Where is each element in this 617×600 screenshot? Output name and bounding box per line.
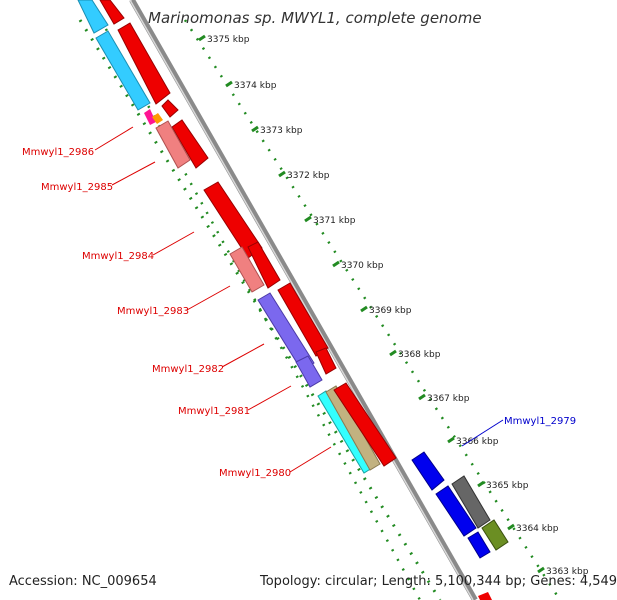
tick-label: 3369 kbp [369,306,412,316]
ruler-labels: 3375 kbp 3374 kbp 3373 kbp 3372 kbp 3371… [207,35,589,577]
gene-label[interactable]: Mmwyl1_2981 [178,406,250,417]
gene-label[interactable]: Mmwyl1_2985 [41,182,113,193]
feature-track-red [99,0,397,474]
tick-label: 3364 kbp [516,524,559,534]
gene-label[interactable]: Mmwyl1_2984 [82,251,154,262]
feature-track-cyan [77,0,156,125]
tick-label: 3366 kbp [456,437,499,447]
gene-label[interactable]: Mmwyl1_2982 [152,364,224,375]
gene-label[interactable]: Mmwyl1_2980 [219,468,291,479]
tick-label: 3375 kbp [207,35,250,45]
feature-track-right [411,451,509,600]
tick-label: 3370 kbp [341,261,384,271]
tick-label: 3367 kbp [427,394,470,404]
accession-text: Accession: NC_009654 [9,574,157,589]
tick-label: 3368 kbp [398,350,441,360]
gene-label[interactable]: Mmwyl1_2986 [22,147,94,158]
page-title: Marinomonas sp. MWYL1, complete genome [148,9,482,27]
gene-label[interactable]: Mmwyl1_2979 [504,416,576,427]
tick-label: 3371 kbp [313,216,356,226]
gene-label-leaders [94,126,504,473]
tick-ring-outer-left [88,0,422,600]
tick-label: 3373 kbp [260,126,303,136]
ruler-marks [198,34,545,574]
tick-label: 3365 kbp [486,481,529,491]
genome-backbone [129,0,478,600]
genome-summary-text: Topology: circular; Length: 5,100,344 bp… [260,574,617,589]
tick-label: 3374 kbp [234,81,277,91]
gene-label[interactable]: Mmwyl1_2983 [117,306,189,317]
genome-map: 3375 kbp 3374 kbp 3373 kbp 3372 kbp 3371… [22,0,589,600]
tick-label: 3363 kbp [546,567,589,577]
tick-label: 3372 kbp [287,171,330,181]
genome-backbone-highlight [129,0,474,600]
gene-labels: Mmwyl1_2986 Mmwyl1_2985 Mmwyl1_2984 Mmwy… [22,147,576,479]
